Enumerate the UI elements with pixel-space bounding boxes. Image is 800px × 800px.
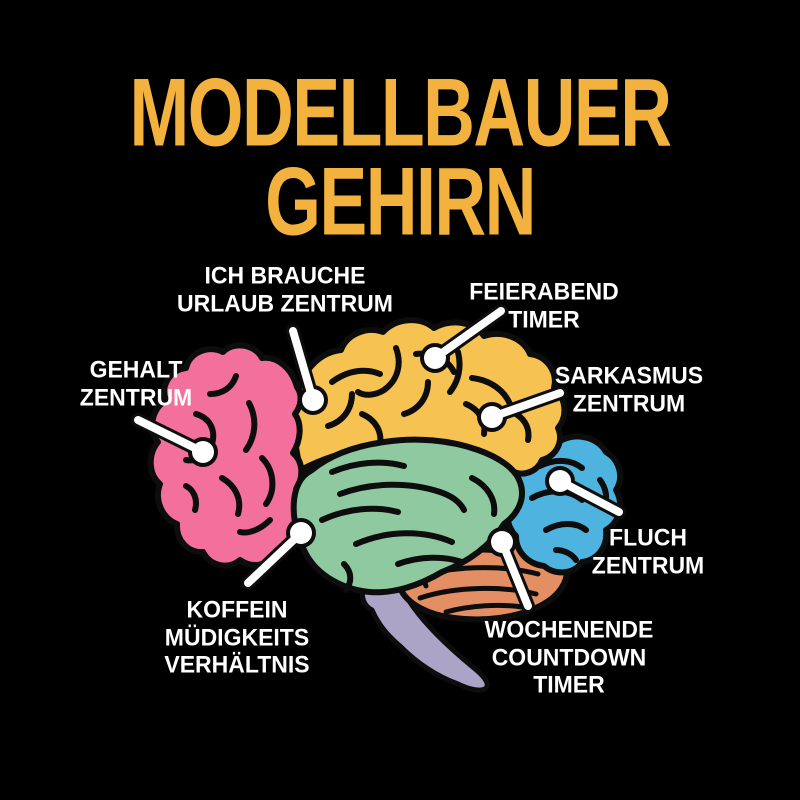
leader-line-koffein	[244, 529, 305, 587]
label-gehalt-zentrum: GEHALT ZENTRUM	[79, 355, 193, 411]
leader-dot-gehalt	[192, 441, 214, 463]
label-line: ZENTRUM	[591, 551, 705, 579]
leader-line-sarkasmus	[488, 389, 564, 421]
label-line: FLUCH	[609, 523, 687, 551]
leader-line-feierabend	[431, 307, 505, 362]
leader-dot-sarkasmus	[481, 406, 503, 428]
leader-line-gehalt	[134, 416, 207, 456]
label-line: WOCHENENDE	[484, 615, 654, 643]
temporal-gyri-lines	[319, 459, 498, 593]
label-wochenende-countdown: WOCHENENDE COUNTDOWN TIMER	[484, 615, 654, 699]
label-line: SARKASMUS	[554, 361, 704, 389]
label-line: VERHÄLTNIS	[164, 650, 310, 678]
leader-dot-koffein	[290, 522, 312, 544]
label-line: TIMER	[533, 670, 605, 698]
frontal-lobe-region	[147, 342, 308, 569]
label-feierabend-timer: FEIERABEND TIMER	[469, 277, 619, 333]
title-line-1: MODELLBAUER	[129, 59, 673, 167]
label-fluch-zentrum: FLUCH ZENTRUM	[591, 523, 705, 579]
leader-dot-wochenende	[491, 531, 513, 553]
label-line: URLAUB ZENTRUM	[177, 289, 393, 317]
leader-dot-feierabend	[424, 347, 446, 369]
label-urlaub-zentrum: ICH BRAUCHE URLAUB ZENTRUM	[177, 261, 393, 317]
label-line: GEHALT	[89, 355, 183, 383]
label-koffein-verhaeltnis: KOFFEIN MÜDIGKEITS VERHÄLTNIS	[164, 595, 310, 679]
label-sarkasmus-zentrum: SARKASMUS ZENTRUM	[554, 361, 704, 417]
leader-line-wochenende	[498, 538, 532, 610]
leader-line-urlaub	[289, 327, 317, 404]
title-line-2: GEHIRN	[265, 148, 536, 256]
leader-line-fluch	[556, 477, 623, 516]
label-line: MÜDIGKEITS	[164, 623, 310, 651]
leader-dot-fluch	[549, 470, 571, 492]
page-title: MODELLBAUER GEHIRN	[0, 59, 800, 256]
label-line: ICH BRAUCHE	[204, 261, 366, 289]
label-line: COUNTDOWN	[491, 643, 647, 671]
label-line: FEIERABEND	[469, 277, 619, 305]
label-line: TIMER	[508, 305, 580, 333]
label-line: KOFFEIN	[186, 595, 288, 623]
label-line: ZENTRUM	[572, 389, 686, 417]
leader-dot-urlaub	[302, 389, 324, 411]
label-line: ZENTRUM	[79, 383, 193, 411]
